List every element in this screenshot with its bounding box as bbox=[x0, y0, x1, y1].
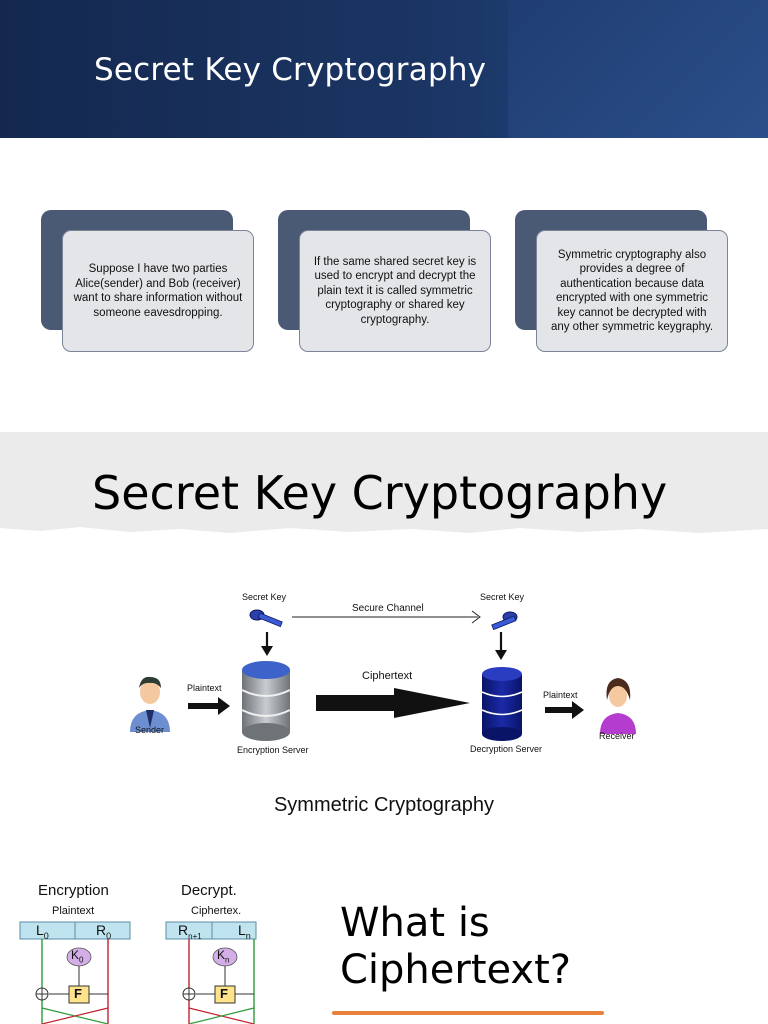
slide-3-title: What is Ciphertext? bbox=[340, 900, 572, 993]
k0-label: K0 bbox=[71, 948, 84, 965]
decryption-server-label: Decryption Server bbox=[470, 744, 543, 754]
sender-avatar bbox=[130, 676, 170, 732]
title-banner bbox=[0, 432, 768, 540]
card-text: Suppose I have two parties Alice(sender)… bbox=[73, 263, 243, 319]
diagram-caption: Symmetric Cryptography bbox=[273, 794, 495, 816]
slide-1-title: Secret Key Cryptography bbox=[94, 52, 487, 88]
key-icon bbox=[491, 611, 518, 631]
card-body: Suppose I have two parties Alice(sender)… bbox=[62, 230, 254, 352]
card-text: If the same shared secret key is used to… bbox=[313, 255, 477, 326]
slide-3: Encryption Decrypt. Plaintext Ciphertex.… bbox=[0, 862, 768, 1024]
sender-label: Sender bbox=[135, 725, 165, 735]
feistel-graphics bbox=[19, 921, 257, 1024]
f-box-label-left: F bbox=[74, 986, 82, 1001]
receiver-avatar bbox=[600, 678, 636, 734]
plaintext-label-left: Plaintext bbox=[187, 683, 222, 693]
ln-label: Ln bbox=[238, 922, 251, 941]
l0-label: L0 bbox=[36, 922, 49, 941]
diagram-graphics bbox=[130, 609, 636, 741]
decryption-label: Decrypt. bbox=[181, 882, 237, 899]
card-body: If the same shared secret key is used to… bbox=[299, 230, 491, 352]
card-text: Symmetric cryptography also provides a d… bbox=[550, 248, 714, 334]
key-icon bbox=[249, 609, 283, 628]
ciphertext-label: Ciphertex. bbox=[191, 905, 242, 917]
title-underline bbox=[332, 1011, 604, 1015]
secret-key-label-left: Secret Key bbox=[242, 592, 287, 602]
kn-label: Kn bbox=[217, 948, 230, 965]
slide-1: Secret Key Cryptography Suppose I have t… bbox=[0, 0, 768, 432]
card-body: Symmetric cryptography also provides a d… bbox=[536, 230, 728, 352]
secret-key-label-right: Secret Key bbox=[480, 592, 525, 602]
rn1-label: Rn+1 bbox=[178, 922, 202, 941]
secure-channel-label: Secure Channel bbox=[352, 603, 424, 614]
slide-2: Secret Key Cryptography bbox=[0, 432, 768, 862]
encryption-label: Encryption bbox=[38, 882, 109, 899]
database-icon bbox=[241, 661, 291, 741]
r0-label: R0 bbox=[96, 922, 112, 941]
feistel-diagram: Encryption Decrypt. Plaintext Ciphertex.… bbox=[0, 862, 300, 1024]
database-icon bbox=[481, 667, 523, 741]
slide-2-title: Secret Key Cryptography bbox=[92, 466, 668, 520]
torn-paper-edge bbox=[0, 527, 768, 540]
encryption-server-label: Encryption Server bbox=[237, 745, 309, 755]
f-box-label-right: F bbox=[220, 986, 228, 1001]
receiver-label: Receiver bbox=[599, 731, 635, 741]
symmetric-diagram: Secret Key Secure Channel Secret Key Pla… bbox=[120, 582, 660, 822]
header-accent-panel bbox=[508, 0, 768, 138]
plaintext-label: Plaintext bbox=[52, 905, 95, 917]
plaintext-label-right: Plaintext bbox=[543, 690, 578, 700]
ciphertext-label: Ciphertext bbox=[362, 670, 413, 682]
